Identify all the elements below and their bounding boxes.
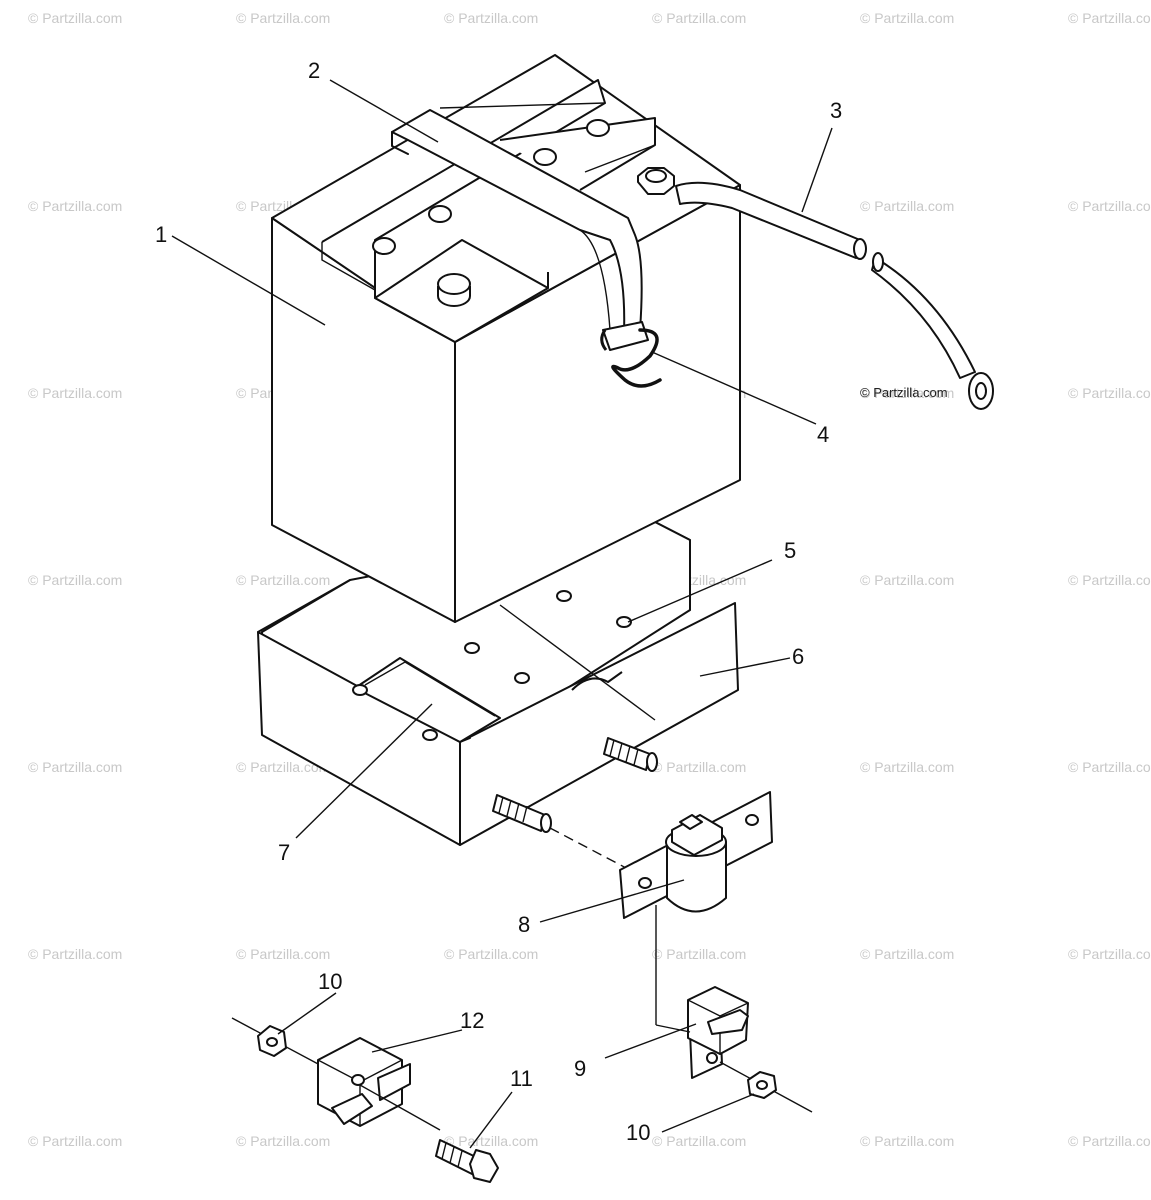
partzilla-credit: © Partzilla.com <box>860 385 948 400</box>
negative-terminal <box>637 167 675 195</box>
watermark-text: © Partzilla.com <box>1068 946 1151 962</box>
watermark-text: © Partzilla.com <box>1068 10 1151 26</box>
watermark-text: © Partzilla.com <box>860 385 955 401</box>
bolt <box>435 1139 499 1183</box>
cell-caps <box>372 119 610 255</box>
callout-4: 4 <box>817 422 830 447</box>
callout-11: 11 <box>510 1066 533 1091</box>
rectifier-bracket <box>619 791 773 919</box>
watermark-text: © Partzilla.com <box>1068 198 1151 214</box>
watermark-text: © Partzilla.com <box>652 1133 747 1149</box>
watermark-text: © Partzilla.com <box>1068 1133 1151 1149</box>
watermark-text: © Partzilla.com <box>860 759 955 775</box>
stud-lower <box>492 794 552 833</box>
callout-9: 9 <box>574 1056 587 1081</box>
watermark-text: © Partzilla.com <box>28 1133 123 1149</box>
nut-right <box>719 1061 813 1113</box>
callout-8: 8 <box>518 912 531 937</box>
leader-lines <box>171 79 833 1149</box>
watermark-text: © Partzilla.com <box>1068 572 1151 588</box>
watermark-text: © Partzilla.com <box>444 10 539 26</box>
callout-10-left: 10 <box>318 969 343 994</box>
positive-terminal <box>437 273 471 307</box>
watermark-text: © Partzilla.com <box>236 10 331 26</box>
watermark-text: © Partzilla.com <box>236 572 331 588</box>
watermark-text: © Partzilla.com <box>28 198 123 214</box>
watermark-text: © Partzilla.com <box>860 946 955 962</box>
battery-tray <box>257 521 739 846</box>
callout-12: 12 <box>460 1008 485 1033</box>
watermark-text: © Partzilla.com <box>28 946 123 962</box>
watermark-text: © Partzilla.com <box>860 10 955 26</box>
stud-upper <box>603 737 658 772</box>
callout-2: 2 <box>308 58 321 83</box>
callout-1: 1 <box>155 222 168 247</box>
callout-3: 3 <box>830 98 843 123</box>
strap-hook <box>600 328 662 388</box>
watermark-text: © Partzilla.com <box>860 1133 955 1149</box>
watermark-text: © Partzilla.com <box>652 10 747 26</box>
watermark-text: © Partzilla.com <box>1068 385 1151 401</box>
terminal-block <box>317 1037 411 1127</box>
watermark-text: © Partzilla.com <box>444 1133 539 1149</box>
watermark-text: © Partzilla.com <box>28 759 123 775</box>
terminal-bracket <box>687 986 749 1079</box>
watermark-text: © Partzilla.com <box>236 759 331 775</box>
watermark-text: © Partzilla.com <box>860 198 955 214</box>
watermark-text: © Partzilla.com <box>236 1133 331 1149</box>
tray-hole <box>616 616 632 628</box>
watermark-text: © Partzilla.com <box>860 572 955 588</box>
battery <box>271 54 741 623</box>
watermark-text: © Partzilla.com <box>28 385 123 401</box>
callout-10-right: 10 <box>626 1120 651 1145</box>
watermark-text: © Partzilla.com <box>236 946 331 962</box>
callout-5: 5 <box>784 538 797 563</box>
watermark-text: © Partzilla.com <box>1068 759 1151 775</box>
watermark-text: © Partzilla.com <box>444 946 539 962</box>
callout-6: 6 <box>792 644 805 669</box>
nut-left <box>231 1017 321 1066</box>
watermark-text: © Partzilla.com <box>28 10 123 26</box>
watermark-text: © Partzilla.com <box>652 946 747 962</box>
watermark-text: © Partzilla.com <box>652 759 747 775</box>
watermark-text: © Partzilla.com <box>28 572 123 588</box>
battery-cable <box>675 181 994 410</box>
callout-7: 7 <box>278 840 291 865</box>
